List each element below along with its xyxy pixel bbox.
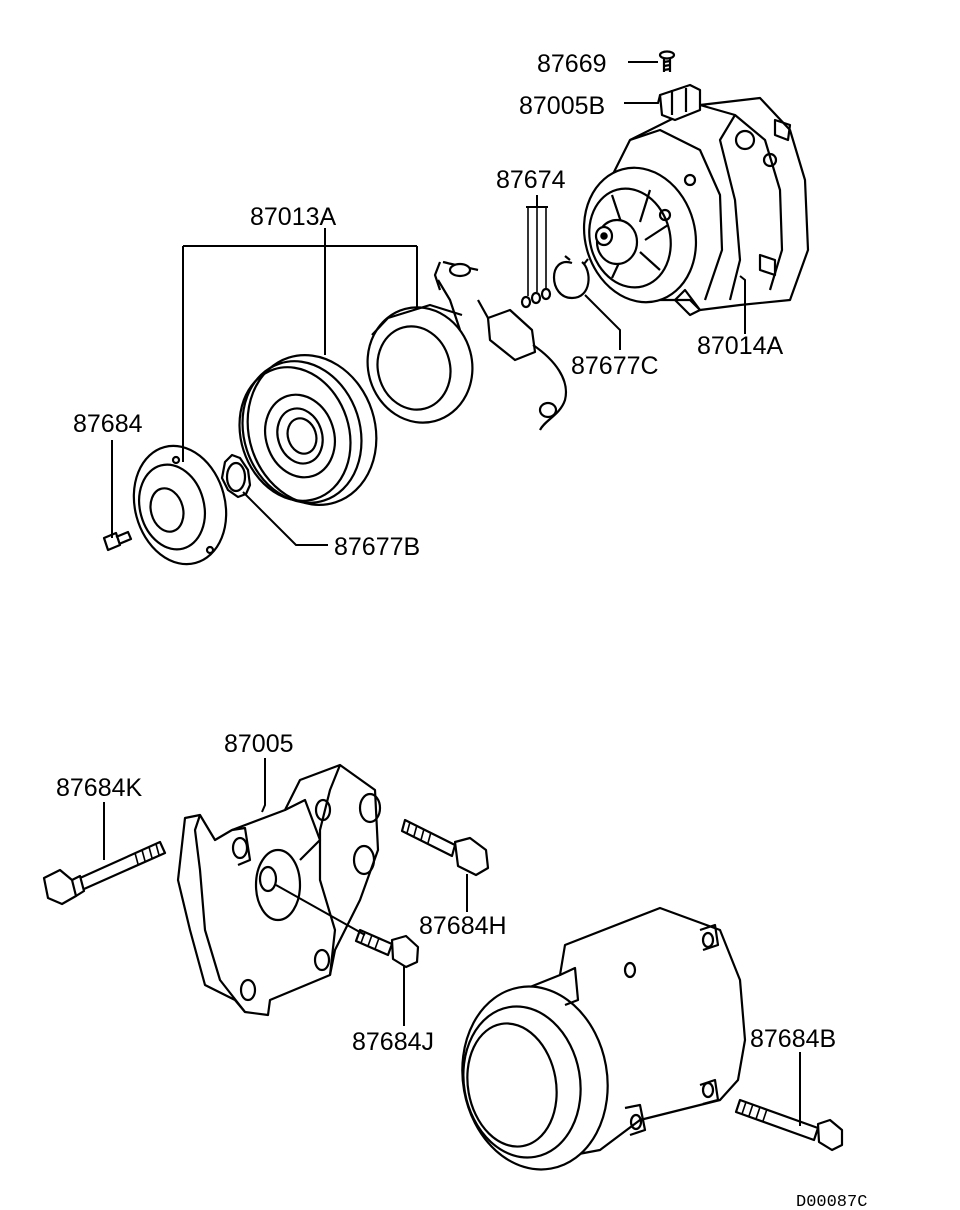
label-87005B: 87005B	[519, 92, 605, 120]
label-87669: 87669	[537, 50, 607, 78]
small-screw	[658, 50, 676, 72]
label-87684: 87684	[73, 410, 143, 438]
leader-lines-lower	[103, 758, 801, 1126]
snap-ring	[552, 255, 590, 300]
long-bolt	[42, 840, 167, 906]
diagram-code: D00087C	[796, 1193, 867, 1210]
label-87677B: 87677B	[334, 533, 420, 561]
label-87684H: 87684H	[419, 912, 507, 940]
bolt-b	[734, 1098, 844, 1152]
mounting-bracket	[176, 763, 382, 1017]
part-labels: 87669 87005B 87674 87013A 87014A 87677C …	[56, 50, 867, 1210]
label-87014A: 87014A	[697, 332, 784, 360]
field-coil	[366, 260, 568, 431]
label-87684B: 87684B	[750, 1025, 836, 1053]
shims	[520, 287, 552, 309]
compressor-body-lower	[461, 906, 747, 1171]
pulley	[238, 354, 378, 506]
small-bracket	[658, 83, 702, 122]
compressor-body	[582, 96, 810, 317]
label-87684K: 87684K	[56, 774, 143, 802]
label-87677C: 87677C	[571, 352, 659, 380]
bolt-j	[354, 928, 420, 969]
label-87674: 87674	[496, 166, 566, 194]
hub-bolt	[102, 530, 133, 552]
shim-ring	[220, 453, 252, 499]
clutch-hub	[132, 444, 228, 566]
label-87684J: 87684J	[352, 1028, 434, 1056]
label-87013A: 87013A	[250, 203, 337, 231]
bolt-h	[400, 818, 490, 877]
leader-lines-upper	[111, 61, 746, 546]
label-87005: 87005	[224, 730, 294, 758]
